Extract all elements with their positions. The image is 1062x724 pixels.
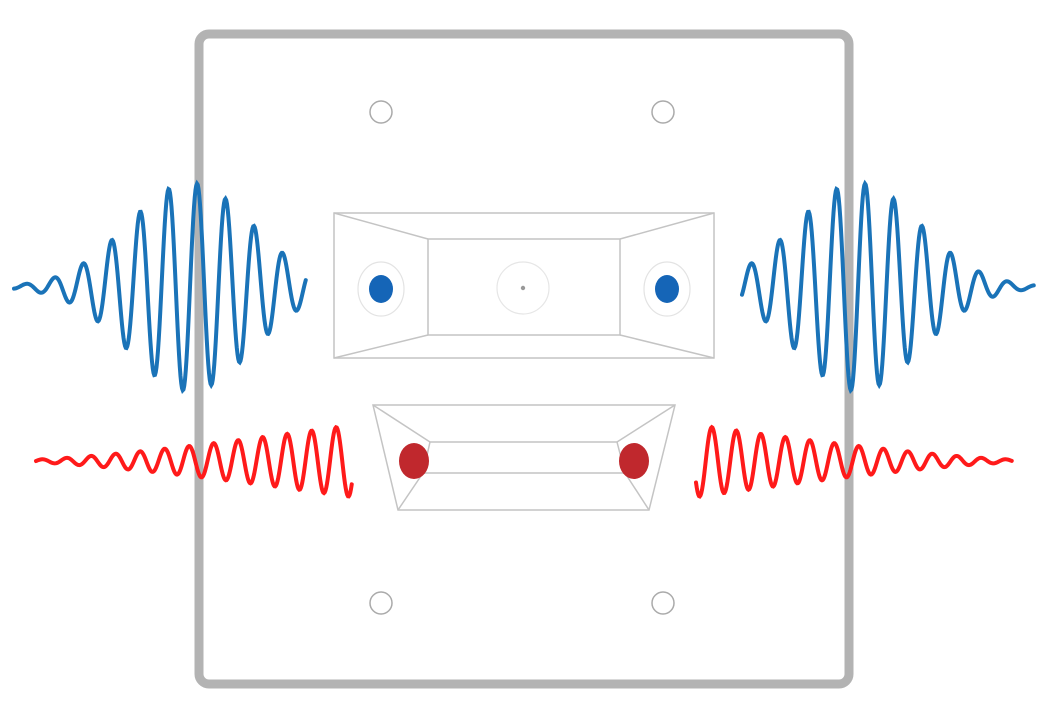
lower-right-wave-burst bbox=[694, 424, 1014, 499]
upper-right-wave-burst bbox=[740, 179, 1036, 394]
lower-bevel-line-bl bbox=[397, 472, 424, 511]
upper-module-inner-frame bbox=[427, 238, 621, 336]
upper-module-frame bbox=[333, 212, 715, 359]
mounting-hole-bottom-right bbox=[651, 591, 675, 615]
upper-bevel-line-tr bbox=[619, 212, 715, 240]
center-lens-ring bbox=[496, 261, 550, 315]
upper-bevel-line-bl bbox=[333, 334, 429, 359]
right-transducer-ring bbox=[643, 261, 691, 317]
lower-bevel-line-tl bbox=[372, 404, 431, 443]
center-lens-dot bbox=[520, 285, 526, 291]
lower-bevel-line-br bbox=[624, 472, 650, 511]
mounting-hole-top-left bbox=[369, 100, 393, 124]
mounting-hole-bottom-left bbox=[369, 591, 393, 615]
upper-sensor-module bbox=[333, 212, 715, 359]
upper-bevel-line-br bbox=[619, 334, 715, 359]
mounting-hole-top-right bbox=[651, 100, 675, 124]
lower-left-wave-burst bbox=[34, 424, 354, 499]
upper-left-wave-burst bbox=[12, 179, 308, 394]
right-upper-transducer bbox=[655, 275, 679, 303]
right-lower-transducer bbox=[619, 443, 649, 479]
left-lower-transducer bbox=[399, 443, 429, 479]
left-transducer-ring bbox=[357, 261, 405, 317]
lower-sensor-module bbox=[372, 404, 676, 511]
left-upper-transducer bbox=[369, 275, 393, 303]
mounting-plate bbox=[194, 29, 854, 689]
upper-bevel-line-tl bbox=[333, 212, 429, 240]
lower-bevel-line-tr bbox=[616, 404, 676, 443]
